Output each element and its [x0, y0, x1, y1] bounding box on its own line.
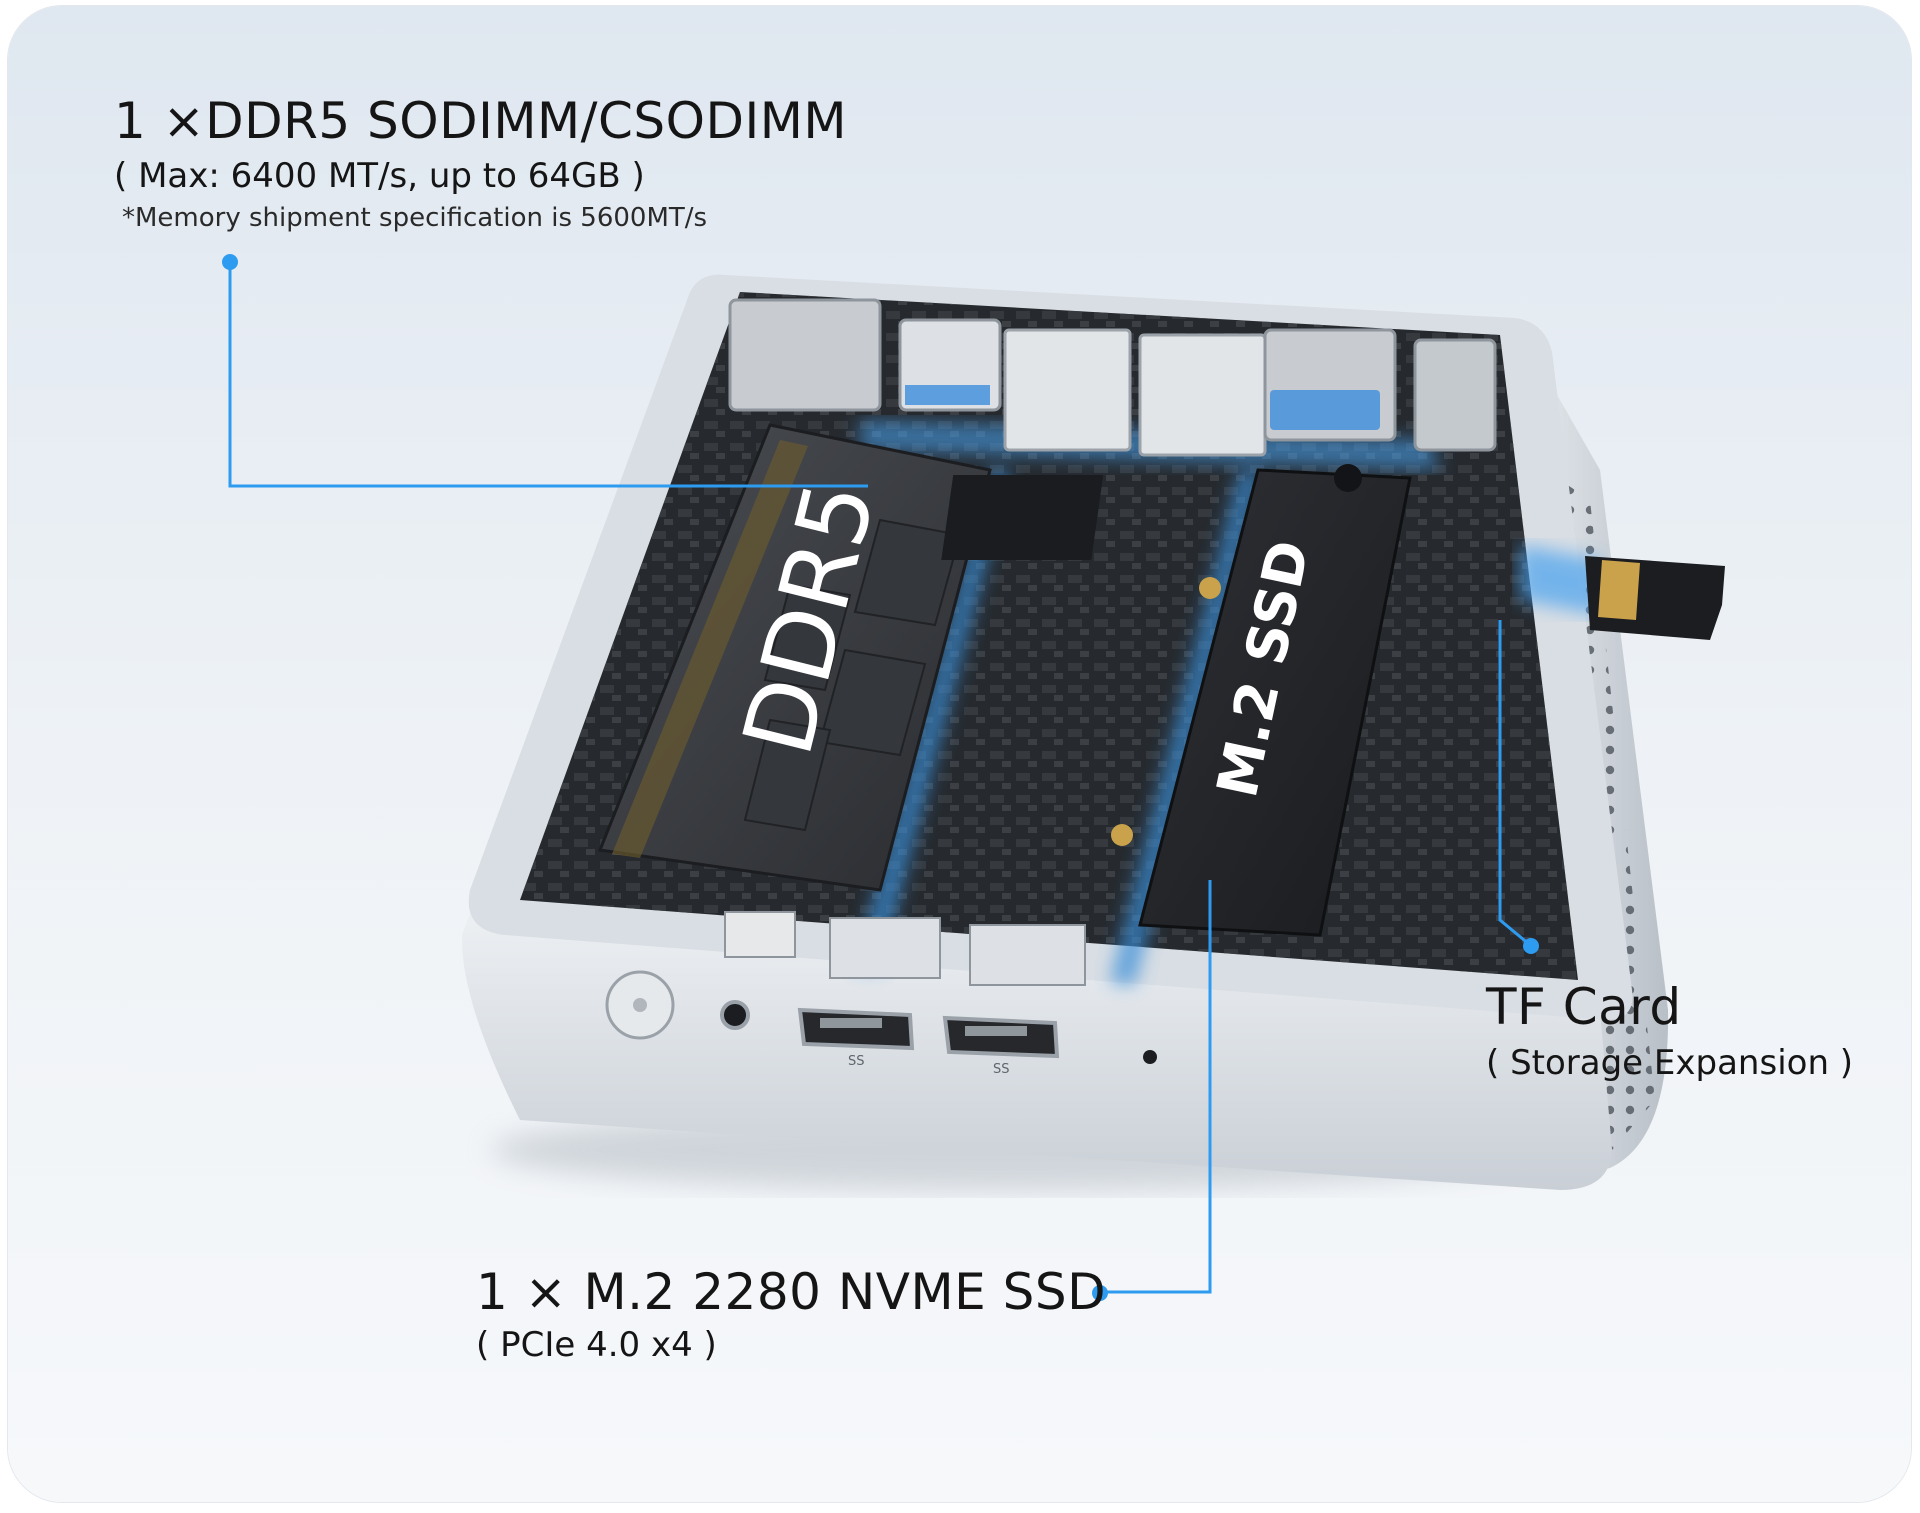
audio-jack: [720, 1000, 750, 1030]
tf-leader-line: [1498, 620, 1531, 947]
front-panel: [605, 970, 1157, 1064]
tf-callout-spec: ( Storage Expansion ): [1486, 1043, 1854, 1083]
m2-ssd: [1111, 464, 1412, 937]
usb-port-1: [797, 1007, 915, 1051]
tf-callout-title: TF Card: [1486, 978, 1682, 1036]
memory-leader-line: [228, 262, 868, 488]
ssd-leader-line: [1098, 880, 1212, 1294]
ssd-callout-spec: ( PCIe 4.0 x4 ): [476, 1325, 717, 1365]
ddr5-module: [597, 423, 992, 892]
tf-callout-dot: [1523, 938, 1539, 954]
usb-port-2: [942, 1015, 1060, 1059]
usb-speed-label-1: SS: [848, 1054, 865, 1069]
memory-callout-title: 1 ×DDR5 SODIMM/CSODIMM: [114, 92, 848, 150]
tf-card: [1520, 545, 1725, 640]
front-internal-ports: [724, 911, 1086, 986]
rear-ports: [728, 298, 1497, 457]
memory-callout-note: *Memory shipment specification is 5600MT…: [122, 203, 708, 233]
memory-callout-dot: [222, 254, 238, 270]
glow-left: [855, 470, 1010, 970]
ir-sensor: [1143, 1050, 1157, 1064]
ssd-callout-title: 1 × M.2 2280 NVME SSD: [476, 1263, 1107, 1321]
usb-speed-label-2: SS: [993, 1062, 1010, 1077]
cpu-chip: [941, 475, 1104, 560]
ssd-callout-dot: [1092, 1285, 1108, 1301]
memory-callout-spec: ( Max: 6400 MT/s, up to 64GB ): [114, 156, 645, 196]
